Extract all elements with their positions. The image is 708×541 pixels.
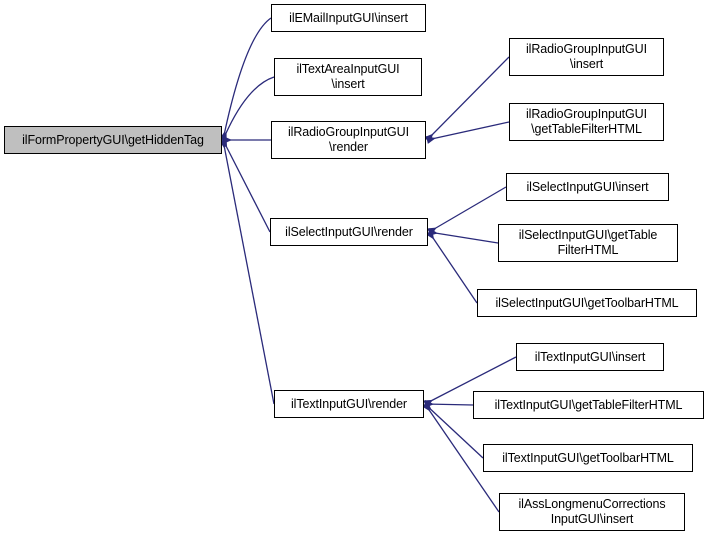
graph-node-asslongmenu_insert[interactable]: ilAssLongmenuCorrections InputGUI\insert xyxy=(499,493,685,531)
graph-node-text_render[interactable]: ilTextInputGUI\render xyxy=(274,390,424,418)
graph-node-label: ilTextAreaInputGUI \insert xyxy=(296,62,400,91)
graph-node-label: ilSelectInputGUI\insert xyxy=(526,179,649,194)
graph-node-select_render[interactable]: ilSelectInputGUI\render xyxy=(270,218,428,246)
graph-node-label: ilRadioGroupInputGUI \insert xyxy=(526,42,647,71)
graph-edge-text_tablefilter-to-text_render xyxy=(424,400,474,408)
graph-node-select_tablefilter[interactable]: ilSelectInputGUI\getTable FilterHTML xyxy=(498,224,678,262)
graph-node-select_toolbar[interactable]: ilSelectInputGUI\getToolbarHTML xyxy=(477,289,697,317)
graph-node-label: ilSelectInputGUI\getToolbarHTML xyxy=(495,295,679,310)
graph-node-text_insert[interactable]: ilTextInputGUI\insert xyxy=(516,343,664,371)
graph-node-label: ilTextInputGUI\getToolbarHTML xyxy=(502,450,674,465)
graph-node-textarea_insert[interactable]: ilTextAreaInputGUI \insert xyxy=(274,58,422,96)
graph-edge-select_toolbar-to-select_render xyxy=(425,229,478,304)
graph-edge-textarea_insert-to-root xyxy=(219,76,275,142)
graph-edge-select_tablefilter-to-select_render xyxy=(428,228,499,244)
graph-node-select_insert[interactable]: ilSelectInputGUI\insert xyxy=(506,173,669,201)
graph-edge-text_render-to-root xyxy=(219,139,275,405)
graph-node-label: ilSelectInputGUI\render xyxy=(285,224,413,239)
graph-node-text_tablefilter[interactable]: ilTextInputGUI\getTableFilterHTML xyxy=(473,391,704,419)
graph-node-email_insert[interactable]: ilEMailInputGUI\insert xyxy=(271,4,426,32)
graph-edge-select_insert-to-select_render xyxy=(426,186,507,236)
graph-node-label: ilFormPropertyGUI\getHiddenTag xyxy=(22,132,204,147)
graph-edge-select_render-to-root xyxy=(219,138,271,233)
graph-node-radio_render[interactable]: ilRadioGroupInputGUI \render xyxy=(271,121,426,159)
graph-node-label: ilAssLongmenuCorrections InputGUI\insert xyxy=(518,497,666,526)
graph-node-text_toolbar[interactable]: ilTextInputGUI\getToolbarHTML xyxy=(483,444,693,472)
graph-node-label: ilTextInputGUI\render xyxy=(290,396,407,411)
graph-node-label: ilRadioGroupInputGUI \getTableFilterHTML xyxy=(526,107,647,136)
graph-node-label: ilEMailInputGUI\insert xyxy=(289,10,408,25)
graph-edge-radio_tablefilter-to-radio_render xyxy=(426,121,510,144)
graph-node-label: ilTextInputGUI\insert xyxy=(534,349,646,364)
graph-node-label: ilSelectInputGUI\getTable FilterHTML xyxy=(518,228,658,257)
graph-node-label: ilRadioGroupInputGUI \render xyxy=(288,125,409,154)
graph-edge-email_insert-to-root xyxy=(219,17,272,141)
graph-node-radio_tablefilter[interactable]: ilRadioGroupInputGUI \getTableFilterHTML xyxy=(509,103,664,141)
graph-node-root[interactable]: ilFormPropertyGUI\getHiddenTag xyxy=(4,126,222,154)
graph-node-radio_insert[interactable]: ilRadioGroupInputGUI \insert xyxy=(509,38,664,76)
graph-edge-radio_insert-to-radio_render xyxy=(424,56,510,143)
graph-node-label: ilTextInputGUI\getTableFilterHTML xyxy=(494,397,683,412)
